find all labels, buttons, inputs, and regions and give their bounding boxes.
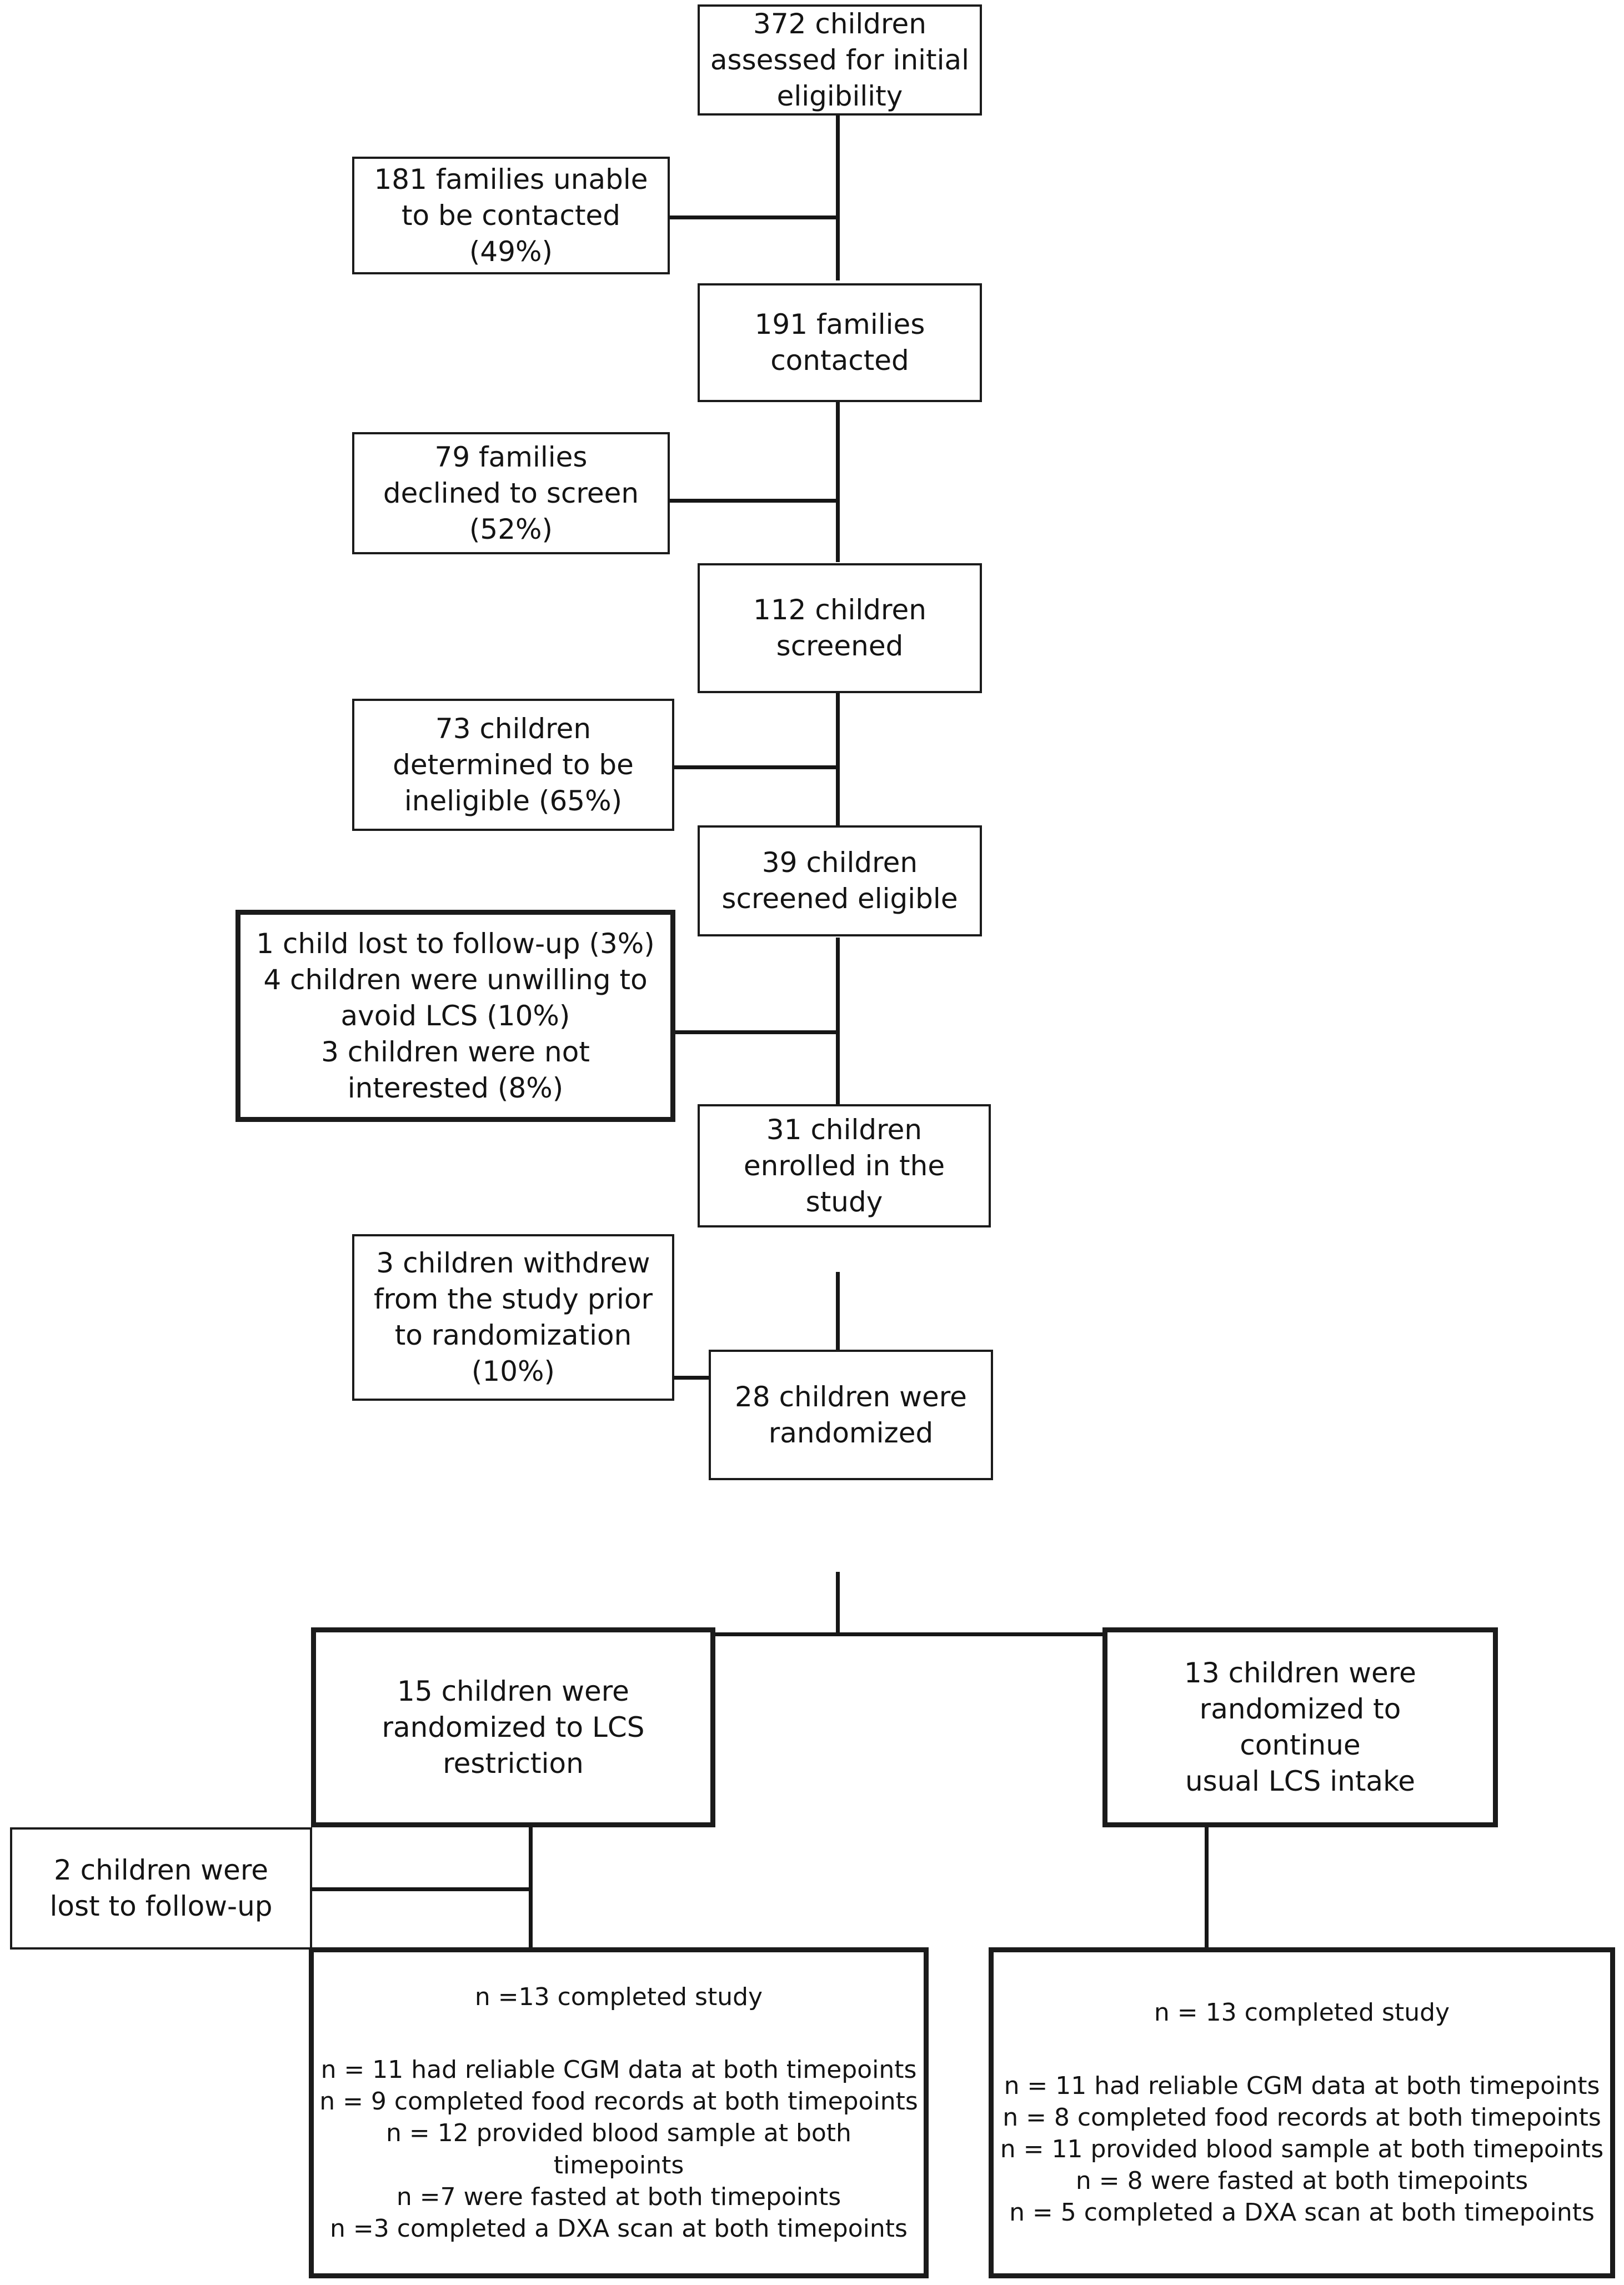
node-pre-enrollment-losses-label: 1 child lost to follow-up (3%) 4 childre… <box>256 927 655 1104</box>
node-outcome-usual-intake: n = 13 completed study n = 11 had reliab… <box>989 1947 1615 2278</box>
outcome-left-line-3: n = 12 provided blood sample at both tim… <box>386 2119 851 2179</box>
node-children-screened: 112 children screened <box>698 563 982 693</box>
connector-spine-contacted-to-screened <box>836 401 840 562</box>
connector-ineligible <box>669 765 838 769</box>
node-unable-contacted-label: 181 families unable to be contacted (49%… <box>374 163 648 268</box>
outcome-left-line-4: n =7 were fasted at both timepoints <box>396 2182 841 2211</box>
node-assessed-label: 372 children assessed for initial eligib… <box>710 7 970 112</box>
node-children-ineligible: 73 children determined to be ineligible … <box>352 699 674 831</box>
connector-randomized-down <box>836 1572 840 1636</box>
node-families-declined-to-screen: 79 families declined to screen (52%) <box>352 432 670 554</box>
outcome-right-line-1: n = 11 had reliable CGM data at both tim… <box>1004 2071 1600 2100</box>
node-enrolled-label: 31 children enrolled in the study <box>743 1113 945 1218</box>
connector-randomization-split-bar <box>529 1632 1209 1636</box>
node-withdrew-label: 3 children withdrew from the study prior… <box>373 1247 653 1387</box>
node-children-withdrew: 3 children withdrew from the study prior… <box>352 1234 674 1401</box>
connector-spine-assessed-to-contacted <box>836 114 840 280</box>
connector-lost-to-followup <box>310 1887 532 1891</box>
outcome-right-line-4: n = 8 were fasted at both timepoints <box>1075 2167 1528 2196</box>
connector-unable-contacted <box>669 216 838 219</box>
outcome-right-line-3: n = 11 provided blood sample at both tim… <box>1000 2135 1604 2163</box>
outcome-right-line-2: n = 8 completed food records at both tim… <box>1003 2103 1601 2132</box>
outcome-right-heading: n = 13 completed study <box>1154 1998 1450 2027</box>
connector-right-arm-down <box>1205 1825 1209 1952</box>
node-families-contacted: 191 families contacted <box>698 283 982 402</box>
node-arm-usual-intake-label: 13 children were randomized to continue … <box>1184 1657 1416 1797</box>
connector-spine-eligible-to-enrolled <box>836 938 840 1107</box>
outcome-left-line-2: n = 9 completed food records at both tim… <box>319 2087 918 2116</box>
node-children-enrolled: 31 children enrolled in the study <box>698 1104 991 1227</box>
outcome-left-line-5: n =3 completed a DXA scan at both timepo… <box>330 2214 908 2243</box>
outcome-left-line-1: n = 11 had reliable CGM data at both tim… <box>320 2056 917 2084</box>
node-screened-label: 112 children screened <box>753 594 926 662</box>
node-screened-eligible-label: 39 children screened eligible <box>721 846 958 915</box>
node-ineligible-label: 73 children determined to be ineligible … <box>393 712 634 817</box>
node-declined-label: 79 families declined to screen (52%) <box>383 440 639 545</box>
node-children-screened-eligible: 39 children screened eligible <box>698 825 982 936</box>
outcome-left-heading: n =13 completed study <box>474 1982 763 2011</box>
node-contacted-label: 191 families contacted <box>754 308 925 377</box>
node-children-randomized: 28 children were randomized <box>709 1350 993 1480</box>
node-randomized-label: 28 children were randomized <box>735 1380 967 1449</box>
node-arm-lcs-restriction: 15 children were randomized to LCS restr… <box>311 1627 715 1827</box>
connector-declined-to-screen <box>669 499 838 503</box>
node-arm-usual-lcs-intake: 13 children were randomized to continue … <box>1102 1627 1498 1827</box>
node-lost-to-followup: 2 children were lost to follow-up <box>10 1827 312 1950</box>
node-arm-lcs-restriction-label: 15 children were randomized to LCS restr… <box>382 1675 645 1780</box>
node-assessed-for-eligibility: 372 children assessed for initial eligib… <box>698 4 982 116</box>
node-lost-to-followup-label: 2 children were lost to follow-up <box>49 1854 273 1922</box>
node-pre-enrollment-losses: 1 child lost to follow-up (3%) 4 childre… <box>235 910 675 1122</box>
outcome-right-line-5: n = 5 completed a DXA scan at both timep… <box>1009 2198 1595 2227</box>
node-families-unable-contacted: 181 families unable to be contacted (49%… <box>352 157 670 274</box>
connector-pre-enrollment-losses <box>672 1030 839 1034</box>
node-outcome-lcs-restriction: n =13 completed study n = 11 had reliabl… <box>309 1947 929 2278</box>
